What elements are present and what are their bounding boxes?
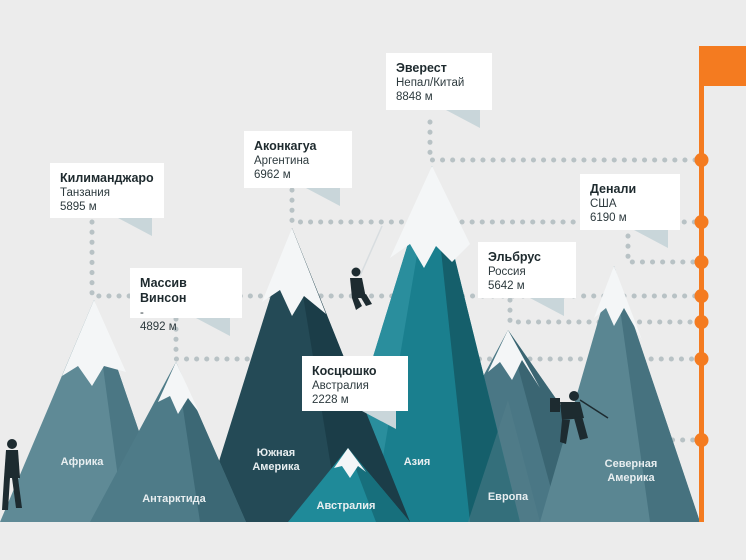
mountain-north-america bbox=[540, 266, 700, 522]
peak-card-vinson: Массив Винсон - 4892 м bbox=[130, 268, 242, 336]
peak-height: 6962 м bbox=[254, 169, 291, 181]
peak-country: Танзания bbox=[60, 187, 110, 199]
continent-label-line: Северная bbox=[604, 458, 658, 470]
ground bbox=[0, 522, 746, 560]
peak-country: Аргентина bbox=[254, 155, 310, 167]
continent-label-south-america: Южная Америка bbox=[244, 446, 308, 474]
scale-marker-denali bbox=[694, 255, 709, 269]
peak-country: - bbox=[140, 307, 144, 319]
peak-name: Эльбрус bbox=[488, 250, 541, 264]
peak-country: Россия bbox=[488, 266, 526, 278]
continent-label-asia: Азия bbox=[403, 456, 431, 468]
leader-denali bbox=[625, 233, 703, 265]
peak-card-aconcagua: Аконкагуа Аргентина 6962 м bbox=[244, 131, 352, 206]
peak-country: США bbox=[590, 198, 617, 210]
scale-marker-vinson bbox=[694, 352, 709, 366]
continent-label-europe: Европа bbox=[487, 491, 529, 503]
peak-country: Австралия bbox=[312, 380, 369, 392]
scale-marker-kosciuszko bbox=[694, 433, 709, 447]
peak-height: 8848 м bbox=[396, 91, 433, 103]
continent-label-north-america: Северная Америка bbox=[596, 457, 666, 485]
height-scale bbox=[694, 46, 746, 522]
flag-icon bbox=[699, 46, 746, 86]
leader-everest bbox=[427, 119, 703, 163]
peak-name: Денали bbox=[590, 182, 637, 196]
leader-vinson bbox=[173, 316, 703, 362]
peak-name: Эверест bbox=[396, 61, 447, 75]
peak-country: Непал/Китай bbox=[396, 77, 465, 89]
peak-card-elbrus: Эльбрус Россия 5642 м bbox=[478, 242, 576, 316]
leader-aconcagua bbox=[289, 187, 703, 225]
continent-label-line: Америка bbox=[607, 472, 655, 484]
mountain-australia bbox=[288, 448, 410, 522]
climber-center-icon bbox=[350, 225, 383, 310]
continent-label-line: Южная bbox=[256, 447, 296, 459]
climber-left-icon bbox=[2, 439, 22, 510]
peak-card-everest: Эверест Непал/Китай 8848 м bbox=[386, 53, 492, 128]
flag-pole bbox=[699, 46, 704, 522]
continent-label-africa: Африка bbox=[60, 456, 104, 468]
peak-card-denali: Денали США 6190 м bbox=[580, 174, 680, 248]
peak-name: Аконкагуа bbox=[254, 139, 317, 153]
leader-elbrus bbox=[507, 297, 703, 325]
peak-height: 4892 м bbox=[140, 321, 177, 333]
scale-marker-kilimanjaro bbox=[694, 289, 709, 303]
mountain-antarctica bbox=[90, 362, 246, 522]
peak-height: 5642 м bbox=[488, 280, 525, 292]
peak-name: Килиманджаро bbox=[60, 171, 154, 185]
peak-card-kilimanjaro: Килиманджаро Танзания 5895 м bbox=[50, 163, 164, 236]
continent-label-antarctica: Антарктида bbox=[142, 493, 206, 505]
peak-height: 2228 м bbox=[312, 394, 349, 406]
mountain-europe-front bbox=[468, 400, 540, 522]
continent-label-australia: Австралия bbox=[316, 500, 376, 512]
peak-name: Массив Винсон bbox=[140, 276, 187, 305]
scale-marker-everest bbox=[694, 153, 709, 167]
continent-label-line: Америка bbox=[252, 461, 300, 473]
climber-right-icon bbox=[550, 391, 609, 444]
peak-height: 5895 м bbox=[60, 201, 97, 213]
scale-marker-aconcagua bbox=[694, 215, 709, 229]
scale-marker-elbrus bbox=[694, 315, 709, 329]
peak-height: 6190 м bbox=[590, 212, 627, 224]
peak-card-kosciuszko: Косцюшко Австралия 2228 м bbox=[302, 356, 408, 429]
peak-name: Косцюшко bbox=[312, 364, 377, 378]
